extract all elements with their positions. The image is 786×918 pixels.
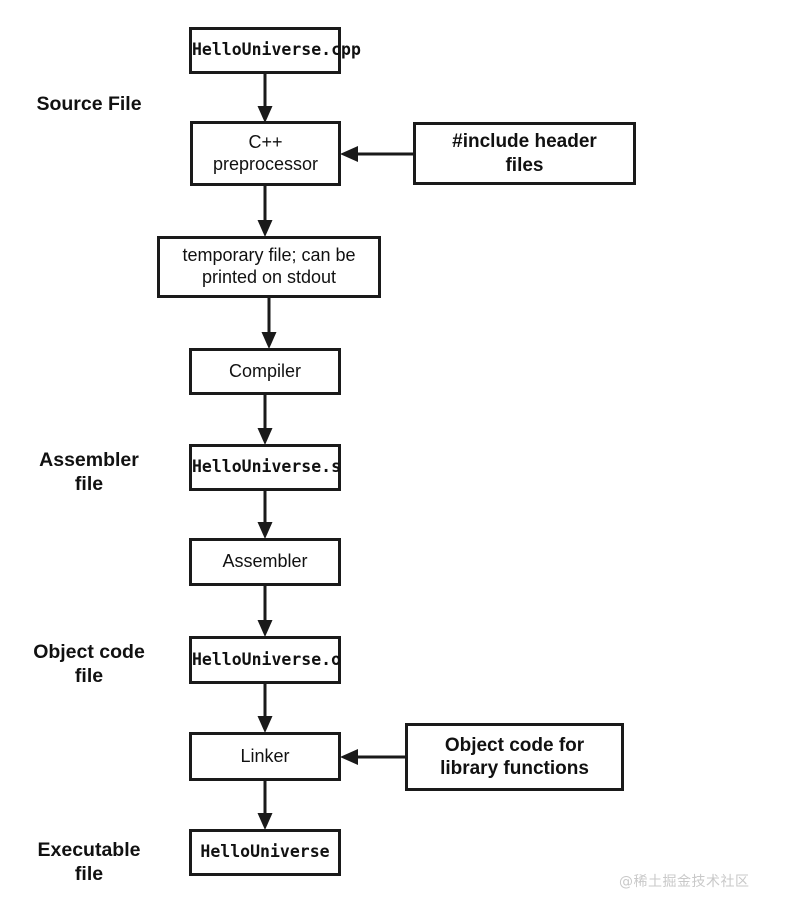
arrow-assembler-to-hellouniverse-o: [257, 584, 273, 637]
node-hellouniverse-o-text: HelloUniverse.o: [192, 649, 342, 669]
node-compiler-text: Compiler: [228, 360, 302, 381]
node-cpp-preprocessor[interactable]: C++ preprocessor: [190, 121, 341, 186]
node-include-header-files-text: #include header files: [452, 131, 597, 176]
label-executable-file: Executable file: [37, 839, 141, 886]
node-linker-text: Linker: [240, 745, 290, 766]
label-assembler-file: Assembler file: [39, 449, 139, 496]
arrow-hellouniverse-o-to-linker: [257, 682, 273, 733]
node-compiler[interactable]: Compiler: [189, 348, 341, 395]
node-temporary-file-text: temporary file; can be printed on stdout: [182, 245, 356, 287]
arrow-library-to-linker: [340, 749, 408, 765]
arrow-compiler-to-hellouniverse-s: [257, 393, 273, 445]
node-assembler[interactable]: Assembler: [189, 538, 341, 586]
node-include-header-files[interactable]: #include header files: [413, 122, 636, 185]
node-hellouniverse-o[interactable]: HelloUniverse.o: [189, 636, 341, 684]
node-object-code-library-text: Object code for library functions: [440, 734, 589, 779]
watermark: @稀土掘金技术社区: [619, 874, 750, 890]
node-hellouniverse-s-text: HelloUniverse.s: [192, 457, 342, 477]
arrow-preprocessor-to-temporary-file: [257, 184, 273, 237]
node-assembler-text: Assembler: [222, 551, 308, 572]
arrow-cpp-to-preprocessor: [257, 72, 273, 123]
node-linker[interactable]: Linker: [189, 732, 341, 781]
node-hellouniverse[interactable]: HelloUniverse: [189, 829, 341, 876]
node-object-code-library[interactable]: Object code for library functions: [405, 723, 624, 791]
node-hellouniverse-text: HelloUniverse: [200, 842, 330, 862]
label-object-code-file: Object code file: [33, 641, 145, 688]
node-hellouniverse-cpp[interactable]: HelloUniverse.cpp: [189, 27, 361, 74]
arrow-temporary-file-to-compiler: [261, 296, 277, 349]
arrow-linker-to-executable: [257, 779, 273, 830]
node-temporary-file[interactable]: temporary file; can be printed on stdout: [157, 236, 381, 298]
node-hellouniverse-s[interactable]: HelloUniverse.s: [189, 444, 341, 491]
arrow-include-to-preprocessor: [340, 146, 416, 162]
node-hellouniverse-cpp-text: HelloUniverse.cpp: [192, 40, 361, 60]
label-source-file: Source File: [36, 93, 142, 115]
node-cpp-preprocessor-text: C++ preprocessor: [212, 131, 319, 174]
arrow-hellouniverse-s-to-assembler: [257, 489, 273, 539]
